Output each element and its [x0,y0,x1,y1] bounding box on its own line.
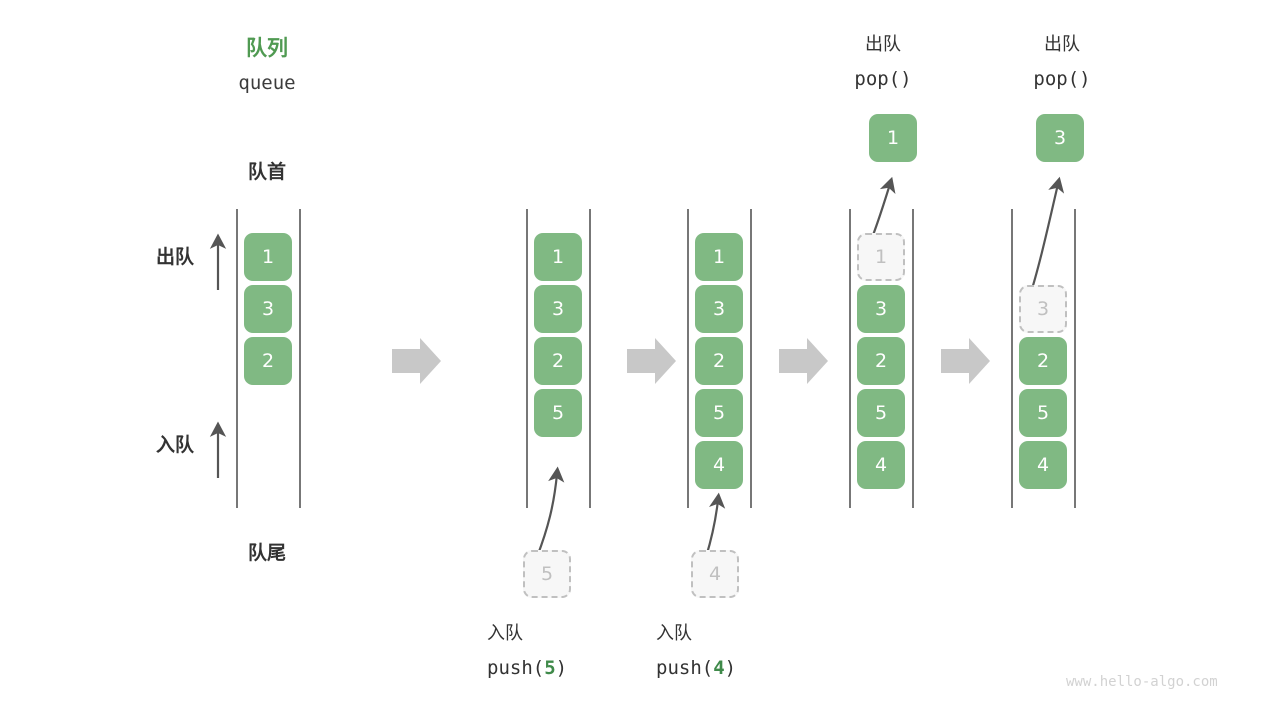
queue-cell-removed: 1 [857,233,905,281]
push-caption-op-text: push( [656,657,714,679]
queue-front-label: 队首 [247,161,286,183]
queue-cell: 4 [1019,441,1067,489]
push-arrow-step-3 [704,492,726,558]
queue-cell: 1 [244,233,292,281]
queue-cell-removed: 3 [1019,285,1067,333]
step-arrow-1 [392,338,441,384]
push-ghost-cell-step-3: 4 [691,550,739,598]
dequeue-side-label: 出队 [155,246,194,268]
queue-cell: 5 [857,389,905,437]
enqueue-side-label: 入队 [155,434,194,456]
queue-cell: 5 [695,389,743,437]
push-arrow-step-2 [535,466,565,558]
queue-cell: 3 [857,285,905,333]
watermark: www.hello-algo.com [1066,674,1218,690]
push-caption-cn-step-2: 入队 [487,623,523,644]
step-arrow-4 [941,338,990,384]
popped-result-cell-step-4: 1 [869,114,917,162]
queue-cell: 2 [534,337,582,385]
queue-cell: 1 [695,233,743,281]
queue-title-en: queue [238,72,296,94]
queue-rear-label: 队尾 [247,542,286,564]
pop-caption-cn-step-4: 出队 [865,34,901,55]
queue-cell: 3 [244,285,292,333]
push-caption-op-step-3: push(4) [656,656,816,680]
push-arg-value: 4 [713,657,725,679]
queue-cell-new: 4 [695,441,743,489]
queue-cell: 4 [857,441,905,489]
push-caption-op-close: ) [555,657,568,679]
queue-cell: 3 [695,285,743,333]
push-ghost-cell-step-2: 5 [523,550,571,598]
queue-cell: 2 [857,337,905,385]
queue-cell: 3 [534,285,582,333]
push-caption-cn-step-3: 入队 [656,623,692,644]
push-caption-op-step-2: push(5) [487,656,647,680]
queue-cell: 1 [534,233,582,281]
queue-cell-new: 5 [534,389,582,437]
step-arrow-3 [779,338,828,384]
queue-cell: 5 [1019,389,1067,437]
pop-caption-op-step-5: pop() [1033,68,1091,90]
step-arrow-2 [627,338,676,384]
pop-caption-cn-step-5: 出队 [1044,34,1080,55]
queue-cell: 2 [1019,337,1067,385]
push-arg-value: 5 [544,657,556,679]
queue-title-cn: 队列 [246,36,288,60]
queue-cell: 2 [695,337,743,385]
popped-result-cell-step-5: 3 [1036,114,1084,162]
push-caption-op-text: push( [487,657,545,679]
queue-cell: 2 [244,337,292,385]
push-caption-op-close: ) [724,657,737,679]
pop-caption-op-step-4: pop() [854,68,912,90]
